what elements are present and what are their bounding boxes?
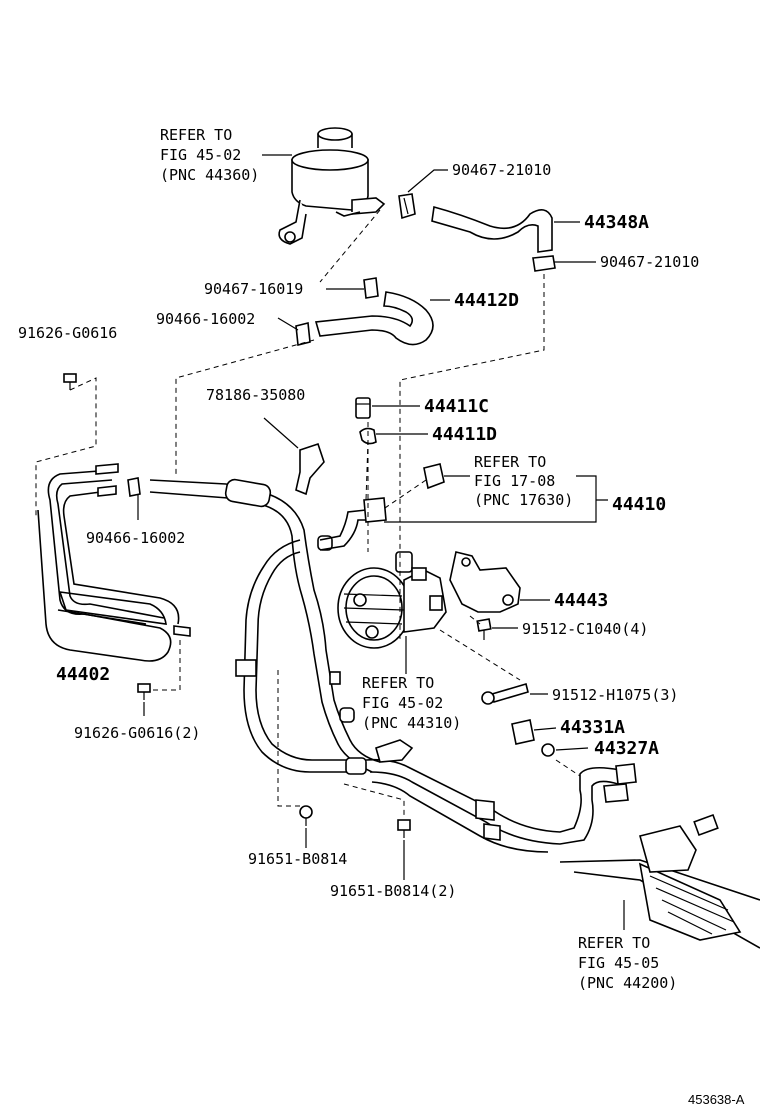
reservoir-ref-line3: (PNC 44360)	[160, 166, 259, 184]
label-44402: 44402	[56, 664, 110, 685]
clamp-90466-16002-lower	[127, 477, 141, 497]
bolt-91626-G0616-2	[137, 683, 151, 700]
label-44411D: 44411D	[432, 424, 497, 445]
oil-cooler-44402-drawing	[37, 463, 191, 662]
leader-lines	[35, 154, 625, 930]
label-91651-B0814: 91651-B0814	[248, 850, 347, 868]
hose-44348A-drawing	[431, 205, 553, 253]
label-44443: 44443	[554, 590, 608, 611]
hose-44412D-drawing	[314, 291, 434, 346]
label-44327A: 44327A	[594, 738, 659, 759]
label-91626-G0616: 91626-G0616	[18, 324, 117, 342]
rack-ref-line2: FIG 45-05	[578, 954, 659, 972]
label-90466-16002-b: 90466-16002	[86, 529, 185, 547]
plug-44331A-drawing	[511, 719, 535, 745]
clamp-90467-21010-right	[532, 255, 556, 272]
clamp-90467-21010-top	[398, 193, 416, 220]
steering-rack-drawing	[559, 813, 760, 949]
bolt-91512-H1075	[481, 682, 529, 705]
label-91651-B0814-2: 91651-B0814(2)	[330, 882, 456, 900]
clamp-78186-35080-drawing	[295, 442, 325, 496]
rack-ref-line3: (PNC 44200)	[578, 974, 677, 992]
label-91512-C1040: 91512-C1040(4)	[522, 620, 648, 638]
label-44410: 44410	[612, 494, 666, 515]
label-90467-21010-a: 90467-21010	[452, 161, 551, 179]
label-90466-16002-a: 90466-16002	[156, 310, 255, 328]
label-91512-H1075: 91512-H1075(3)	[552, 686, 678, 704]
pump-ref-line2: FIG 45-02	[362, 694, 443, 712]
sensor-drawing	[423, 463, 445, 490]
clamp-90467-16019	[363, 277, 379, 299]
footer-code: 453638-A	[688, 1092, 745, 1107]
label-90467-16019: 90467-16019	[204, 280, 303, 298]
pump-ref-line3: (PNC 44310)	[362, 714, 461, 732]
label-44412D: 44412D	[454, 290, 519, 311]
bolt-91651-B0814	[299, 805, 313, 826]
rack-ref-line1: REFER TO	[578, 934, 650, 952]
label-44331A: 44331A	[560, 717, 625, 738]
pump-ref-line1: REFER TO	[362, 674, 434, 692]
reservoir-drawing	[278, 127, 386, 245]
union-44411C-drawing	[355, 397, 371, 419]
label-44411C: 44411C	[424, 396, 489, 417]
label-78186-35080: 78186-35080	[206, 386, 305, 404]
bolt-91626-G0616	[63, 373, 77, 390]
bracket-44443-drawing	[449, 551, 521, 613]
sensor-ref-line2: FIG 17-08	[474, 472, 555, 490]
reservoir-ref-line2: FIG 45-02	[160, 146, 241, 164]
rack-pipes	[365, 739, 637, 853]
reservoir-ref-line1: REFER TO	[160, 126, 232, 144]
bolt-91512-C1040	[476, 618, 492, 640]
label-91626-G0616-2: 91626-G0616(2)	[74, 724, 200, 742]
return-and-pressure-hoses	[149, 478, 381, 775]
pump-drawing	[337, 551, 447, 649]
bolt-91651-B0814-2	[397, 819, 411, 838]
sensor-ref-line3: (PNC 17630)	[474, 491, 573, 509]
o-ring-44327A-drawing	[541, 743, 555, 757]
label-90467-21010-b: 90467-21010	[600, 253, 699, 271]
label-44348A: 44348A	[584, 212, 649, 233]
sensor-ref-line1: REFER TO	[474, 453, 546, 471]
clamp-90466-16002-upper	[295, 322, 311, 346]
